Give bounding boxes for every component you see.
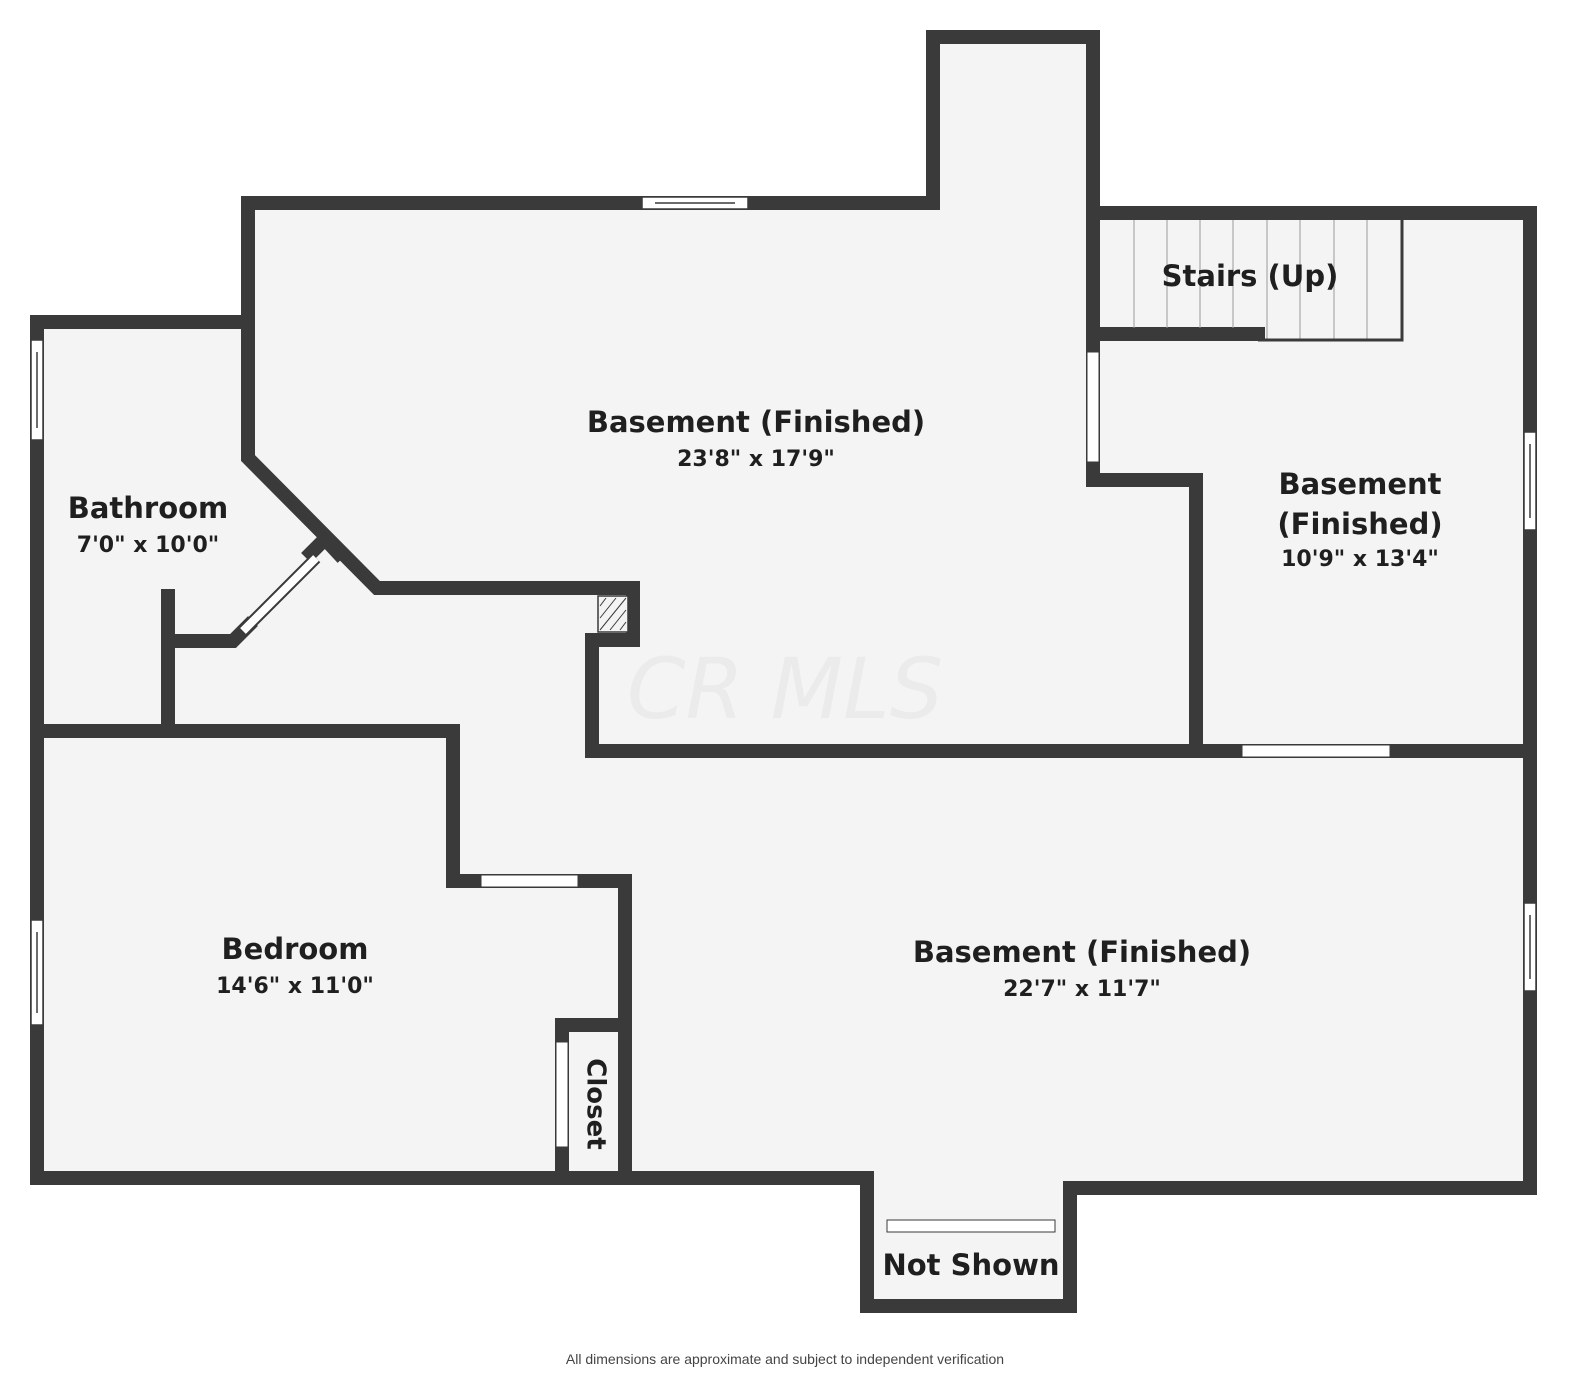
window-right-lower bbox=[1523, 902, 1537, 992]
disclaimer: All dimensions are approximate and subje… bbox=[566, 1351, 1004, 1367]
room-bedroom: Bedroom 14'6" x 11'0" bbox=[216, 932, 374, 999]
opening-closet bbox=[555, 1041, 569, 1148]
room-not-shown: Not Shown bbox=[882, 1248, 1059, 1282]
opening-bedroom bbox=[480, 874, 579, 888]
opening-bathroom bbox=[238, 553, 321, 636]
window-bedroom bbox=[30, 919, 44, 1026]
room-name-line1: Basement bbox=[1279, 467, 1442, 501]
room-name: Stairs (Up) bbox=[1162, 259, 1339, 293]
room-name: Bathroom bbox=[68, 491, 229, 525]
room-basement-main: Basement (Finished) 23'8" x 17'9" bbox=[587, 405, 925, 472]
floor-area bbox=[37, 37, 1530, 1306]
opening-not-shown bbox=[886, 1219, 1056, 1233]
room-basement-right: Basement (Finished) 10'9" x 13'4" bbox=[1277, 467, 1442, 572]
room-dims: 10'9" x 13'4" bbox=[1281, 547, 1439, 572]
room-stairs: Stairs (Up) bbox=[1162, 259, 1339, 293]
room-dims: 7'0" x 10'0" bbox=[77, 533, 219, 558]
room-closet: Closet bbox=[581, 1058, 611, 1149]
window-bathroom bbox=[30, 339, 44, 441]
stairs-treads bbox=[1133, 220, 1404, 342]
room-basement-lower: Basement (Finished) 22'7" x 11'7" bbox=[913, 935, 1251, 1002]
room-name: Basement (Finished) bbox=[587, 405, 925, 439]
room-name: Not Shown bbox=[882, 1248, 1059, 1282]
room-dims: 14'6" x 11'0" bbox=[216, 974, 374, 999]
room-bathroom: Bathroom 7'0" x 10'0" bbox=[68, 491, 229, 558]
window-right-upper bbox=[1523, 431, 1537, 531]
windows bbox=[30, 196, 1537, 1026]
room-name: Basement (Finished) bbox=[913, 935, 1251, 969]
opening-stairs bbox=[1086, 351, 1100, 463]
outer-wall bbox=[30, 30, 1537, 1313]
opening-right-room bbox=[1241, 744, 1391, 758]
window-top bbox=[641, 196, 749, 210]
openings bbox=[238, 351, 1391, 1233]
chimney-column bbox=[597, 595, 629, 633]
room-dims: 22'7" x 11'7" bbox=[1003, 977, 1161, 1002]
room-dims: 23'8" x 17'9" bbox=[677, 447, 835, 472]
room-name-line2: (Finished) bbox=[1277, 507, 1442, 541]
watermark: CR MLS bbox=[627, 640, 943, 738]
room-name: Bedroom bbox=[222, 932, 369, 966]
room-name: Closet bbox=[581, 1058, 611, 1149]
